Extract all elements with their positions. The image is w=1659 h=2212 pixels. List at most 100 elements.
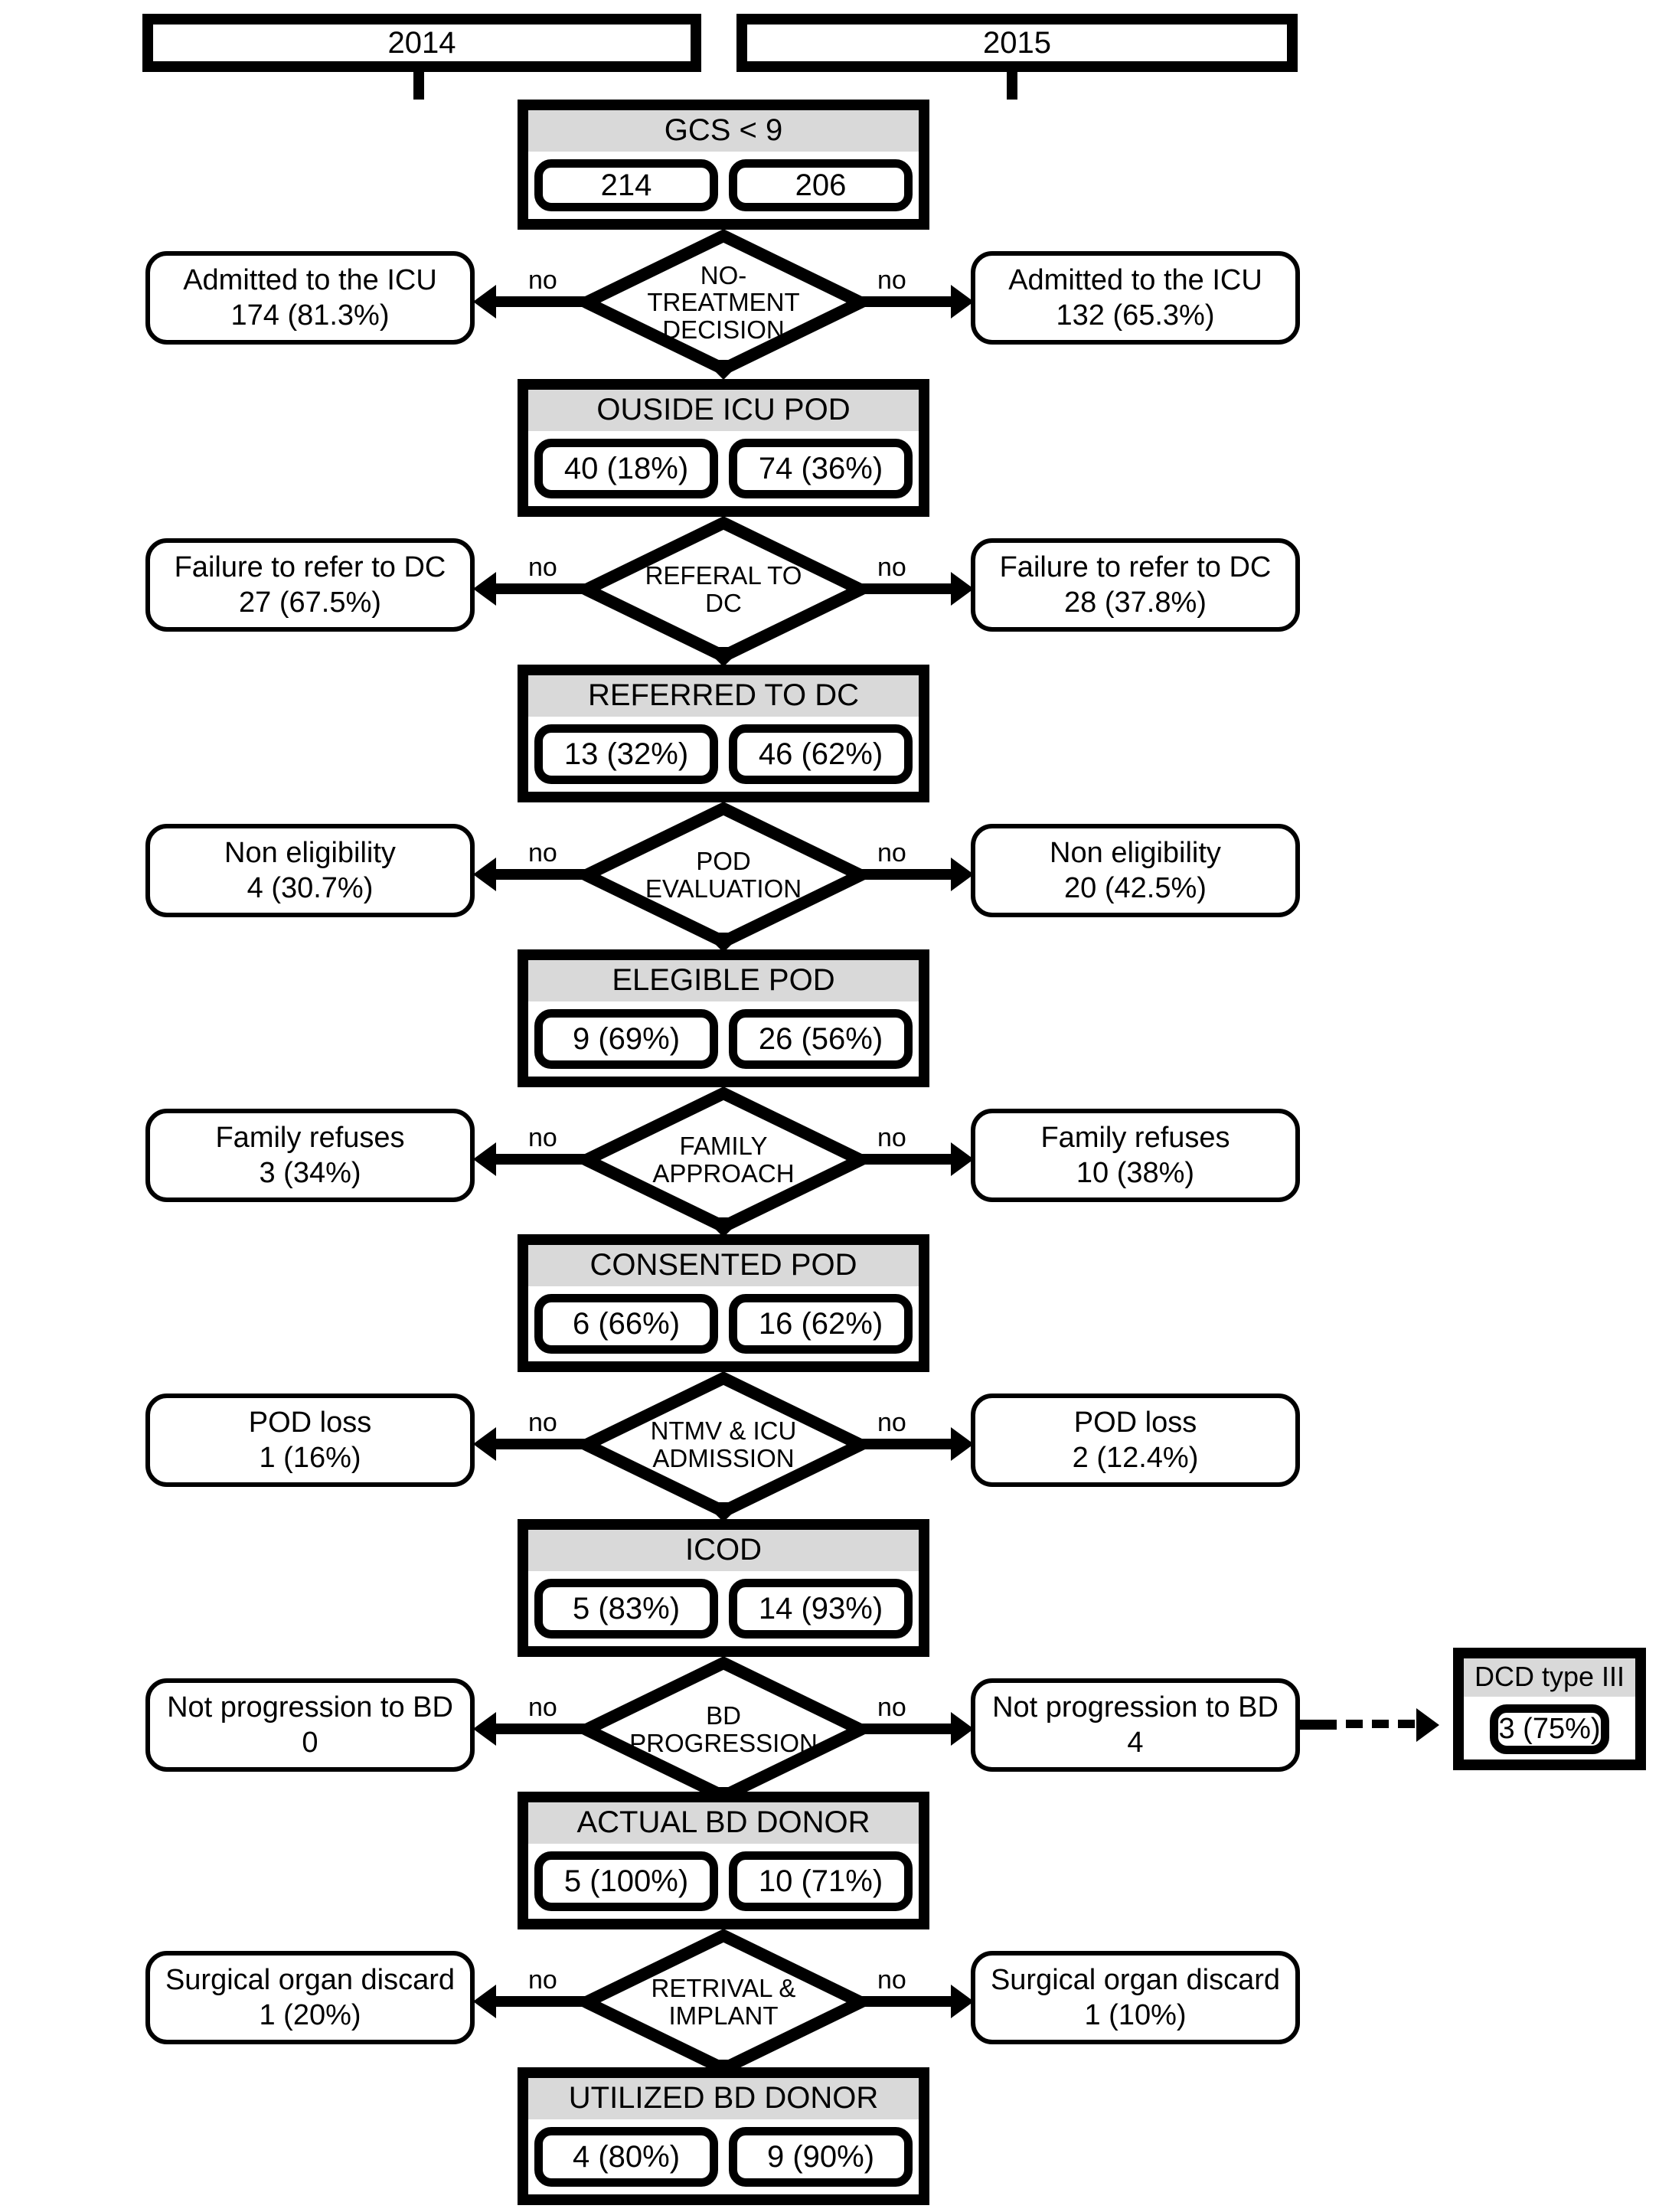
edge-referal-left [496,583,586,594]
arrow-retrival-left [473,1985,496,2018]
stage-utilized-bd-donor-value-2015: 9 (90%) [729,2127,913,2187]
outcome-failure-refer-dc-2014-line1: Failure to refer to DC [174,551,446,583]
stage-elegible-pod: ELEGIBLE POD 9 (69%) 26 (56%) [518,949,929,1087]
arrow-bd-prog-right [951,1712,974,1746]
arrow-no-treatment-left [473,285,496,319]
outcome-failure-refer-dc-2015: Failure to refer to DC 28 (37.8%) [971,538,1300,632]
outcome-family-refuses-2015-line1: Family refuses [1040,1121,1230,1154]
stage-consented-pod-title: CONSENTED POD [528,1245,919,1286]
stage-gcs-title: GCS < 9 [528,110,919,152]
decision-referal-to-dc-shape [580,517,867,662]
stage-referred-to-dc-value-2014: 13 (32%) [534,724,718,784]
stage-referred-to-dc-value-2015: 46 (62%) [729,724,913,784]
arrow-retrival-right [951,1985,974,2018]
edge-label-ntmv-right: no [877,1408,906,1437]
stage-outside-icu-pod-value-2014: 40 (18%) [534,439,718,498]
edge-label-pod-eval-left: no [528,838,557,867]
dashed-connector-to-dcd [1346,1720,1415,1728]
edge-label-bd-prog-right: no [877,1693,906,1722]
decision-retrival-implant-shape [580,1929,867,2075]
outcome-admitted-icu-2014: Admitted to the ICU 174 (81.3%) [145,251,475,345]
stage-outside-icu-pod-values: 40 (18%) 74 (36%) [528,431,919,506]
edge-label-retrival-right: no [877,1965,906,1995]
stage-elegible-pod-values: 9 (69%) 26 (56%) [528,1001,919,1077]
arrow-to-icod [704,1502,743,1522]
outcome-family-refuses-2014-line2: 3 (34%) [259,1157,361,1189]
edge-bd-prog-left [496,1724,586,1734]
edge-referal-right [861,583,951,594]
outcome-admitted-icu-2015-line2: 132 (65.3%) [1056,299,1215,332]
edge-retrival-left [496,1996,586,2007]
outcome-not-progression-bd-2014: Not progression to BD 0 [145,1678,475,1772]
outcome-family-refuses-2014: Family refuses 3 (34%) [145,1109,475,1202]
edge-no-treatment-right [861,296,951,307]
outcome-not-progression-bd-2015: Not progression to BD 4 [971,1678,1300,1772]
arrow-ntmv-left [473,1427,496,1461]
arrow-referal-right [951,572,974,606]
decision-no-treatment-shape [580,230,867,375]
decision-retrival-implant: RETRIVAL & IMPLANT [580,1929,867,2075]
outcome-pod-loss-2014-line2: 1 (16%) [259,1442,361,1474]
outcome-failure-refer-dc-2015-line1: Failure to refer to DC [999,551,1272,583]
outcome-family-refuses-2015: Family refuses 10 (38%) [971,1109,1300,1202]
decision-referal-to-dc: REFERAL TO DC [580,517,867,662]
outcome-surgical-organ-discard-2015: Surgical organ discard 1 (10%) [971,1951,1300,2044]
decision-ntmv-icu-admission-shape [580,1372,867,1518]
outcome-admitted-icu-2014-line1: Admitted to the ICU [183,263,437,296]
outcome-surgical-organ-discard-2014-line1: Surgical organ discard [165,1963,456,1996]
arrow-to-consented-pod [704,1217,743,1237]
outcome-surgical-organ-discard-2014-line2: 1 (20%) [259,1999,361,2031]
outcome-surgical-organ-discard-2015-line1: Surgical organ discard [990,1963,1281,1996]
edge-label-retrival-left: no [528,1965,557,1995]
outcome-pod-loss-2014: POD loss 1 (16%) [145,1394,475,1487]
year-header-2014-label: 2014 [387,25,456,60]
edge-retrival-right [861,1996,951,2007]
stage-consented-pod-values: 6 (66%) 16 (62%) [528,1286,919,1361]
stage-icod-values: 5 (83%) 14 (93%) [528,1571,919,1646]
stage-utilized-bd-donor-value-2014: 4 (80%) [534,2127,718,2187]
stage-outside-icu-pod-title: OUSIDE ICU POD [528,390,919,431]
stage-referred-to-dc: REFERRED TO DC 13 (32%) 46 (62%) [518,665,929,802]
edge-label-family-right: no [877,1123,906,1152]
arrow-pod-eval-right [951,858,974,891]
edge-ntmv-right [861,1439,951,1449]
edge-no-treatment-left [496,296,586,307]
outcome-family-refuses-2014-line1: Family refuses [215,1121,405,1154]
stage-utilized-bd-donor-values: 4 (80%) 9 (90%) [528,2119,919,2194]
stage-elegible-pod-value-2014: 9 (69%) [534,1009,718,1069]
edge-family-left [496,1154,586,1165]
arrow-no-treatment-right [951,285,974,319]
outcome-non-eligibility-2015: Non eligibility 20 (42.5%) [971,824,1300,917]
stage-consented-pod-value-2015: 16 (62%) [729,1294,913,1354]
decision-bd-progression: BD PROGRESSION [580,1657,867,1802]
outcome-pod-loss-2014-line1: POD loss [248,1406,372,1439]
edge-pod-eval-right [861,869,951,880]
edge-label-no-treatment-right: no [877,266,906,295]
decision-pod-evaluation: POD EVALUATION [580,802,867,948]
outcome-pod-loss-2015: POD loss 2 (12.4%) [971,1394,1300,1487]
stage-actual-bd-donor-value-2015: 10 (71%) [729,1851,913,1911]
stage-icod-title: ICOD [528,1530,919,1571]
edge-family-right [861,1154,951,1165]
edge-bd-prog-right [861,1724,951,1734]
decision-pod-evaluation-shape [580,802,867,948]
arrow-ntmv-right [951,1427,974,1461]
stage-referred-to-dc-values: 13 (32%) 46 (62%) [528,717,919,792]
stage-icod-value-2014: 5 (83%) [534,1579,718,1639]
stage-gcs-values: 214 206 [528,152,919,219]
stage-icod: ICOD 5 (83%) 14 (93%) [518,1519,929,1657]
outcome-not-progression-bd-2014-line2: 0 [302,1727,318,1759]
stage-utilized-bd-donor-title: UTILIZED BD DONOR [528,2078,919,2119]
stage-elegible-pod-title: ELEGIBLE POD [528,960,919,1001]
outcome-not-progression-bd-2015-line2: 4 [1127,1727,1144,1759]
decision-bd-progression-shape [580,1657,867,1802]
edge-ntmv-left [496,1439,586,1449]
stage-icod-value-2015: 14 (93%) [729,1579,913,1639]
stage-actual-bd-donor-title: ACTUAL BD DONOR [528,1802,919,1844]
outcome-non-eligibility-2014: Non eligibility 4 (30.7%) [145,824,475,917]
arrow-to-dcd [1416,1708,1439,1742]
outcome-failure-refer-dc-2015-line2: 28 (37.8%) [1064,586,1207,619]
stage-consented-pod: CONSENTED POD 6 (66%) 16 (62%) [518,1234,929,1372]
outcome-family-refuses-2015-line2: 10 (38%) [1076,1157,1195,1189]
decision-family-approach-shape [580,1087,867,1233]
